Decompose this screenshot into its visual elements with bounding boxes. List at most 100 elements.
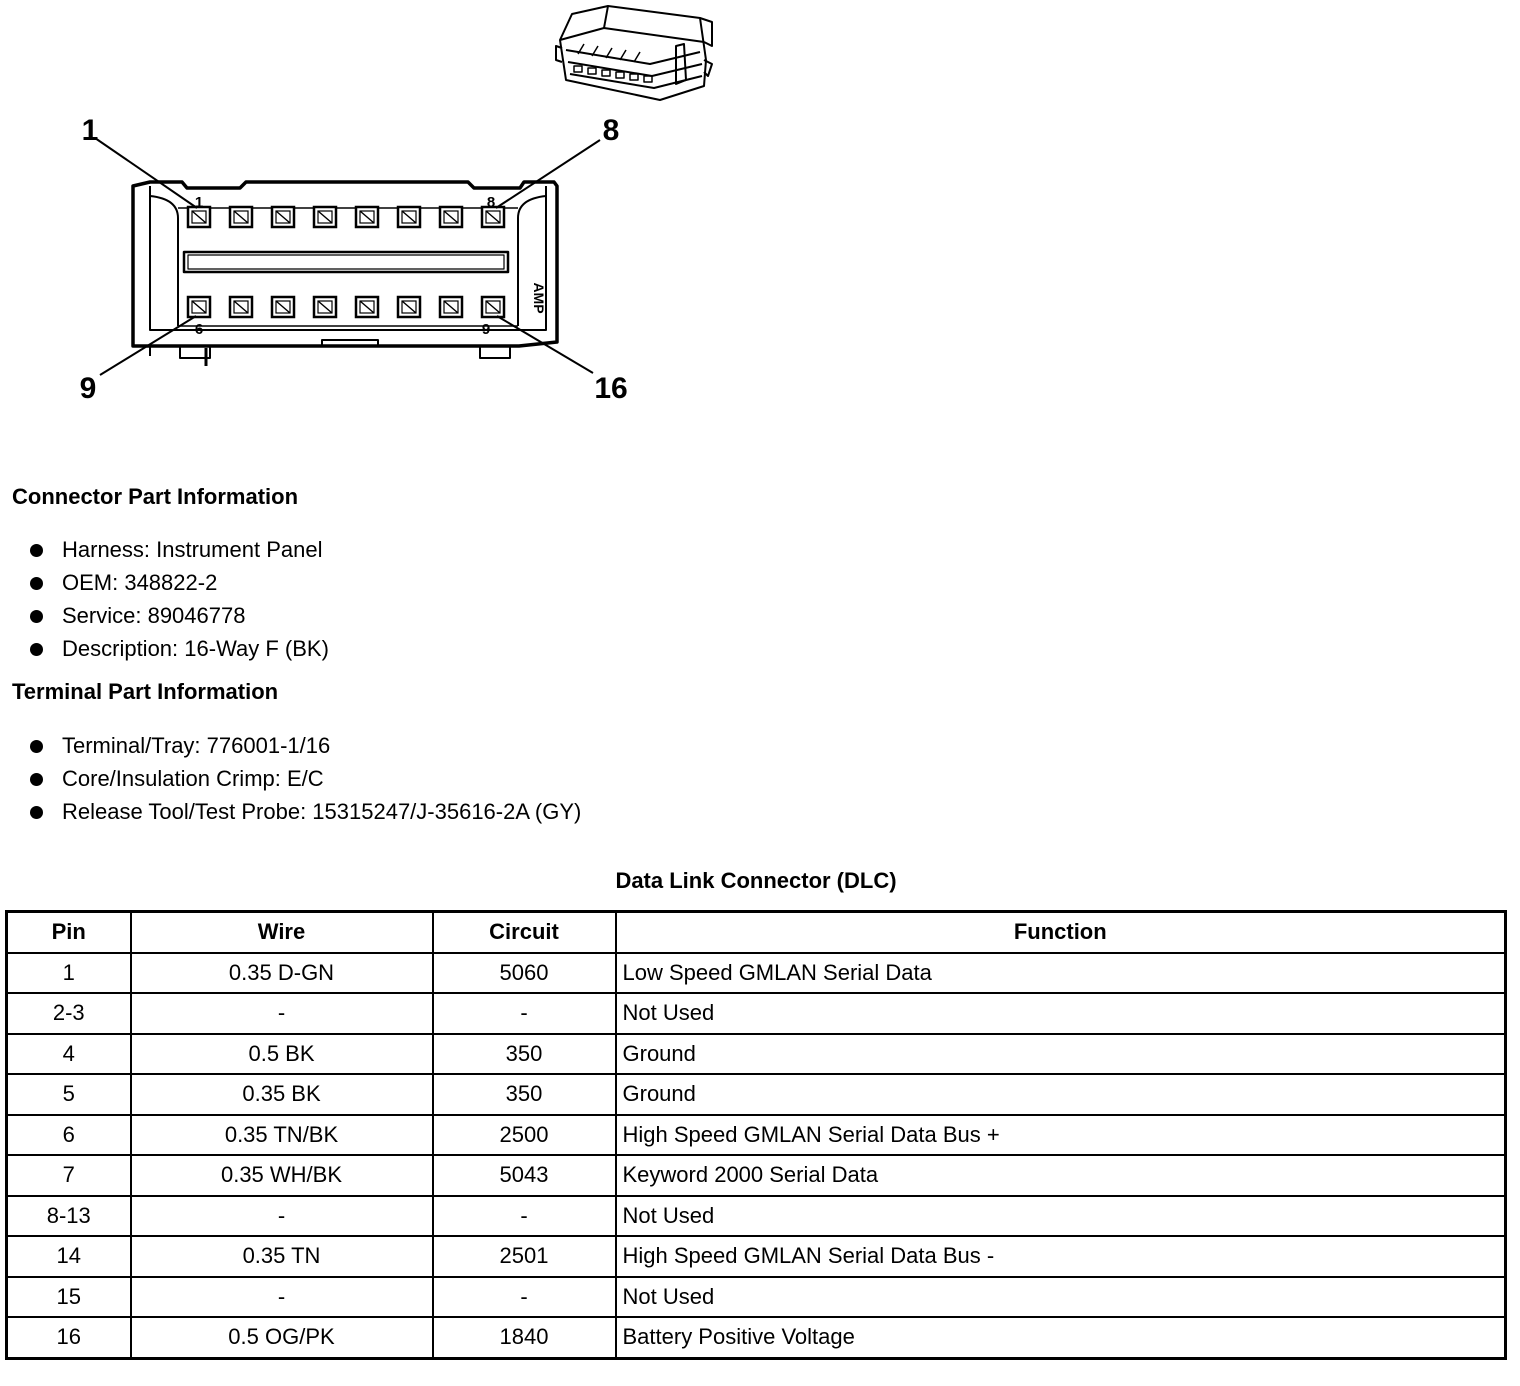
list-item-text: Description: 16-Way F (BK) (62, 636, 329, 661)
pin-cavity-13 (354, 295, 380, 319)
pin-cell: 15 (5, 1275, 132, 1318)
bullet-icon (30, 544, 43, 557)
circuit-cell: - (431, 1275, 617, 1318)
callout-pin-1: 1 (82, 114, 99, 147)
molded-brand-label: AMP (531, 282, 547, 313)
pin-cavity-7 (438, 205, 464, 229)
pin-cell: 8-13 (5, 1194, 132, 1237)
column-header: Circuit (431, 910, 617, 954)
circuit-cell: 5043 (431, 1154, 617, 1197)
list-item: Core/Insulation Crimp: E/C (28, 764, 581, 797)
function-cell: Battery Positive Voltage (614, 1316, 1507, 1359)
list-item-text: Terminal/Tray: 776001-1/16 (62, 733, 331, 758)
pin-cavity-9 (186, 295, 212, 319)
wire-cell: - (129, 1275, 434, 1318)
pin-cavity-15 (438, 295, 464, 319)
function-cell: Ground (614, 1032, 1507, 1075)
wire-cell: - (129, 992, 434, 1035)
pinout-table-title: Data Link Connector (DLC) (615, 868, 897, 893)
pin-cell: 1 (5, 951, 132, 994)
list-item: Terminal/Tray: 776001-1/16 (28, 731, 581, 764)
pin-cavity-5 (354, 205, 380, 229)
table-row: 2-3--Not Used (5, 992, 1507, 1035)
wire-cell: 0.5 BK (129, 1032, 434, 1075)
pin-cavity-1 (186, 205, 212, 229)
pin-cell: 7 (5, 1154, 132, 1197)
connector-isometric-illustration (555, 5, 713, 101)
wire-cell: 0.35 BK (129, 1073, 434, 1116)
pin-cell: 6 (5, 1113, 132, 1156)
pin-cavity-14 (396, 295, 422, 319)
pin-cavity-12 (312, 295, 338, 319)
pin-cavity-4 (312, 205, 338, 229)
function-cell: Not Used (614, 992, 1507, 1035)
column-header: Wire (129, 910, 434, 954)
list-item: OEM: 348822-2 (28, 568, 329, 601)
column-header: Function (614, 910, 1507, 954)
molded-pin-mark-8: 8 (487, 194, 495, 211)
pin-cavity-8 (480, 205, 506, 229)
pin-cell: 4 (5, 1032, 132, 1075)
connector-part-info-heading: Connector Part Information (12, 484, 299, 509)
pin-cell: 14 (5, 1235, 132, 1278)
wire-cell: - (129, 1194, 434, 1237)
callout-pin-9: 9 (80, 372, 97, 405)
list-item: Description: 16-Way F (BK) (28, 634, 329, 667)
list-item: Release Tool/Test Probe: 15315247/J-3561… (28, 797, 581, 830)
function-cell: High Speed GMLAN Serial Data Bus + (614, 1113, 1507, 1156)
bullet-icon (30, 577, 43, 590)
circuit-cell: 350 (431, 1073, 617, 1116)
function-cell: Low Speed GMLAN Serial Data (614, 951, 1507, 994)
pin-cavity-10 (228, 295, 254, 319)
circuit-cell: 350 (431, 1032, 617, 1075)
function-cell: Not Used (614, 1275, 1507, 1318)
wire-cell: 0.35 TN (129, 1235, 434, 1278)
circuit-cell: 1840 (431, 1316, 617, 1359)
bullet-icon (30, 643, 43, 656)
table-row: 15--Not Used (5, 1275, 1507, 1318)
wire-cell: 0.35 TN/BK (129, 1113, 434, 1156)
molded-pin-mark-9: 6 (195, 321, 203, 338)
list-item-text: OEM: 348822-2 (62, 570, 218, 595)
table-row: 8-13--Not Used (5, 1194, 1507, 1237)
list-item-text: Harness: Instrument Panel (62, 537, 323, 562)
bullet-icon (30, 740, 43, 753)
pin-cavity-6 (396, 205, 422, 229)
callout-pin-16: 16 (594, 372, 627, 405)
pin-cavity-16 (480, 295, 506, 319)
list-item-text: Core/Insulation Crimp: E/C (62, 766, 324, 791)
terminal-part-info-heading: Terminal Part Information (12, 679, 279, 704)
molded-pin-mark-1: 1 (195, 194, 203, 211)
function-cell: Not Used (614, 1194, 1507, 1237)
molded-pin-mark-16: 9 (482, 321, 490, 338)
bullet-icon (30, 806, 43, 819)
pin-row-bottom (186, 295, 506, 319)
pin-cell: 16 (5, 1316, 132, 1359)
wire-cell: 0.35 D-GN (129, 951, 434, 994)
list-item: Harness: Instrument Panel (28, 535, 329, 568)
circuit-cell: 2501 (431, 1235, 617, 1278)
pin-cell: 5 (5, 1073, 132, 1116)
bullet-icon (30, 773, 43, 786)
function-cell: High Speed GMLAN Serial Data Bus - (614, 1235, 1507, 1278)
callout-pin-8: 8 (603, 114, 620, 147)
pin-row-top (186, 205, 506, 229)
circuit-cell: - (431, 1194, 617, 1237)
callout-leaders (94, 137, 601, 376)
pin-cavity-11 (270, 295, 296, 319)
wire-cell: 0.35 WH/BK (129, 1154, 434, 1197)
list-item-text: Release Tool/Test Probe: 15315247/J-3561… (62, 799, 582, 824)
list-item: Service: 89046778 (28, 601, 329, 634)
list-item-text: Service: 89046778 (62, 603, 246, 628)
circuit-cell: 5060 (431, 951, 617, 994)
